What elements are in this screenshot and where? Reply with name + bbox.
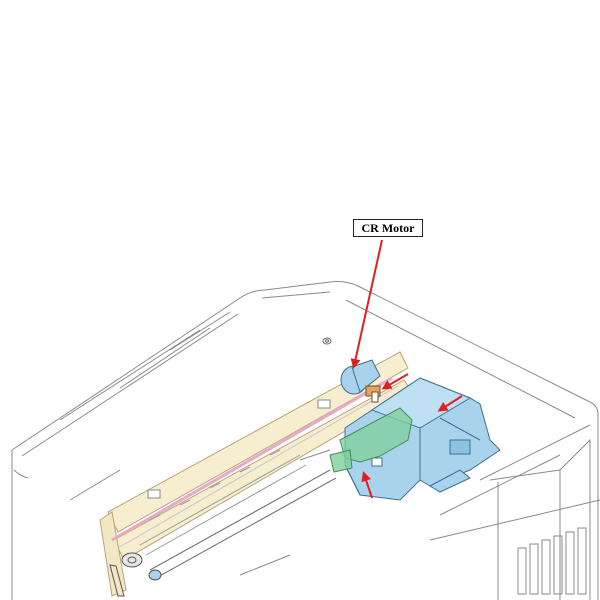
printer-housing: [11, 281, 600, 600]
left-pulley: [109, 552, 162, 597]
screw-mark: [322, 337, 332, 345]
timing-belt-return: [117, 385, 399, 549]
green-highlight-part: [329, 407, 413, 473]
carriage-frame: [99, 351, 413, 597]
cr-motor-label: CR Motor: [353, 219, 423, 237]
cr-motor-icon: [340, 359, 381, 403]
timing-belt: [111, 376, 393, 542]
front-vents: [517, 527, 587, 595]
red-arrow-icon: [350, 239, 463, 499]
